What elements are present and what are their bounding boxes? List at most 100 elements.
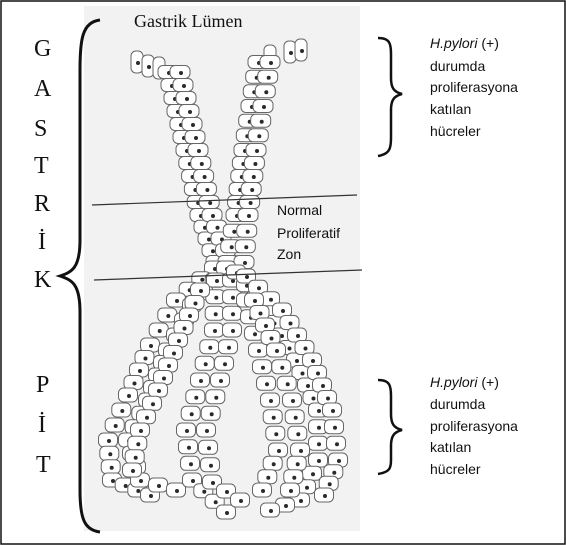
cell-nucleus <box>197 149 201 153</box>
letter-t: T <box>34 153 49 179</box>
cell-nucleus <box>328 482 332 486</box>
cell-nucleus <box>247 214 251 218</box>
letter-s: S <box>34 116 47 142</box>
cell-nucleus <box>333 426 337 430</box>
cell-nucleus <box>208 201 212 205</box>
cell-nucleus <box>207 238 211 242</box>
cell-nucleus <box>264 324 268 328</box>
cell-nucleus <box>245 275 249 279</box>
cell-nucleus <box>133 382 137 386</box>
cell-nucleus <box>110 466 114 470</box>
cell-nucleus <box>147 65 151 69</box>
cell-nucleus <box>190 412 194 416</box>
cell-nucleus <box>131 469 135 473</box>
cell-nucleus <box>299 449 303 453</box>
cell-nucleus <box>136 442 140 446</box>
letter-t-2: T <box>36 452 51 478</box>
cell-nucleus <box>205 188 209 192</box>
cell-nucleus <box>284 504 288 508</box>
cell-nucleus <box>260 120 264 124</box>
cell-nucleus <box>296 334 300 338</box>
cell-nucleus <box>189 462 193 466</box>
cell-nucleus <box>199 379 203 383</box>
cell-nucleus <box>252 175 256 179</box>
cell-nucleus <box>183 327 187 331</box>
cell-nucleus <box>277 449 281 453</box>
letter-g: G <box>34 36 51 62</box>
cell-nucleus <box>299 499 303 503</box>
cell-nucleus <box>149 494 153 498</box>
cell-nucleus <box>177 339 181 343</box>
cell-nucleus <box>331 409 335 413</box>
cell-nucleus <box>231 296 235 300</box>
cell-nucleus <box>175 489 179 493</box>
cell-nucleus <box>291 399 295 403</box>
cell-nucleus <box>225 511 229 515</box>
cell-nucleus <box>244 245 248 249</box>
cell-nucleus <box>108 452 112 456</box>
cell-nucleus <box>214 296 218 300</box>
cell-nucleus <box>214 500 218 504</box>
letter-p: P <box>36 372 49 398</box>
cell-nucleus <box>232 230 236 234</box>
cell-nucleus <box>294 416 298 420</box>
cell-nucleus <box>124 484 128 488</box>
zone-label-line-3: Zon <box>277 246 301 262</box>
cell-nucleus <box>317 442 321 446</box>
cell-nucleus <box>185 97 189 101</box>
cell-nucleus <box>179 71 183 75</box>
cell-nucleus <box>274 432 278 436</box>
cell-nucleus <box>204 362 208 366</box>
cell-nucleus <box>259 312 263 316</box>
cell-nucleus <box>250 188 254 192</box>
cell-nucleus <box>261 489 265 493</box>
lower-annotation-line-3: katılan <box>430 439 471 455</box>
cell-nucleus <box>151 402 155 406</box>
cell-nucleus <box>107 439 111 443</box>
zone-label-line-1: Normal <box>277 202 322 218</box>
cell-nucleus <box>200 162 204 166</box>
cell-nucleus <box>194 396 198 400</box>
cell-nucleus <box>231 329 235 333</box>
cell-nucleus <box>269 61 273 65</box>
cell-nucleus <box>257 286 261 290</box>
cell-nucleus <box>127 394 131 398</box>
cell-nucleus <box>335 442 339 446</box>
cell-nucleus <box>134 456 138 460</box>
cell-nucleus <box>332 471 336 475</box>
cell-nucleus <box>188 110 192 114</box>
cell-nucleus <box>214 396 218 400</box>
cell-nucleus <box>275 349 279 353</box>
cell-nucleus <box>249 201 253 205</box>
cell-nucleus <box>158 329 162 333</box>
cell-nucleus <box>326 397 330 401</box>
cell-nucleus <box>213 329 217 333</box>
cell-nucleus <box>270 337 274 341</box>
cell-nucleus <box>317 409 321 413</box>
upper-annotation-title: H.pylori (+) <box>430 35 499 51</box>
cell-nucleus <box>311 472 315 476</box>
cell-nucleus <box>167 364 171 368</box>
cell-nucleus <box>199 289 203 293</box>
cell-nucleus <box>306 384 310 388</box>
cell-nucleus <box>194 302 198 306</box>
cell-nucleus <box>253 332 257 336</box>
cell-nucleus <box>207 446 211 450</box>
lower-annotation-title: H.pylori (+) <box>430 374 499 390</box>
cell-nucleus <box>227 346 231 350</box>
cell-nucleus <box>188 314 192 318</box>
cell-nucleus <box>257 349 261 353</box>
lower-annotation-line-1: durumda <box>430 396 485 412</box>
lower-annotation-line-4: hücreler <box>430 461 481 477</box>
cell-nucleus <box>203 175 207 179</box>
cell-nucleus <box>265 382 269 386</box>
cell-nucleus <box>280 334 284 338</box>
cell-nucleus <box>300 49 304 53</box>
cell-nucleus <box>295 359 299 363</box>
cell-nucleus <box>264 90 268 94</box>
cell-nucleus <box>225 490 229 494</box>
cell-nucleus <box>145 416 149 420</box>
cell-nucleus <box>288 347 292 351</box>
cell-nucleus <box>120 409 124 413</box>
cell-nucleus <box>172 352 176 356</box>
